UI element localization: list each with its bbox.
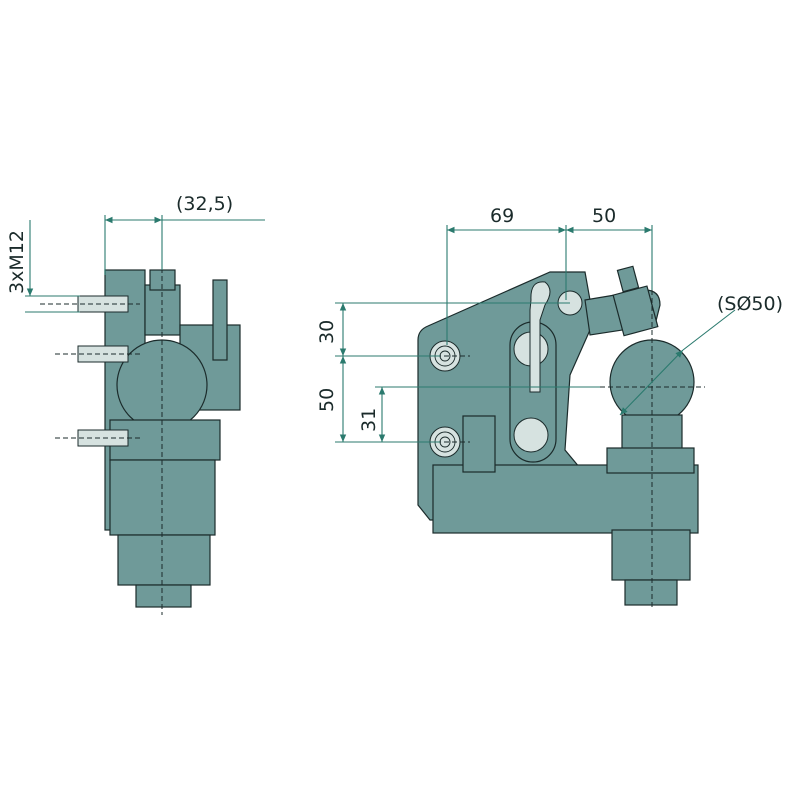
dim-label-31: 31	[358, 408, 380, 432]
dim-label-ball: (SØ50)	[717, 293, 783, 315]
hex-key	[462, 415, 496, 473]
side-shank	[135, 584, 192, 608]
shank	[624, 579, 678, 606]
dim-label-30: 30	[316, 320, 338, 344]
pin-lower	[513, 417, 549, 453]
lower-nut	[611, 529, 691, 581]
side-view: (32,5) 3xM12	[6, 193, 265, 615]
base-block	[432, 464, 699, 534]
leader	[682, 309, 736, 351]
dim-label-69: 69	[490, 205, 514, 227]
thread-label: 3xM12	[6, 230, 28, 294]
top-nut	[606, 447, 695, 474]
side-clip	[212, 279, 228, 361]
spring-clip	[529, 281, 551, 393]
dim-line-ball	[619, 349, 684, 416]
dim-label-32-5: (32,5)	[176, 193, 233, 215]
latch-tip	[616, 265, 640, 293]
side-lower-nut	[117, 534, 211, 586]
front-view: 69 50 (SØ50) 30 50 31	[316, 205, 783, 610]
dim-label-50-h: 50	[592, 205, 616, 227]
dim-label-50-v: 50	[316, 388, 338, 412]
